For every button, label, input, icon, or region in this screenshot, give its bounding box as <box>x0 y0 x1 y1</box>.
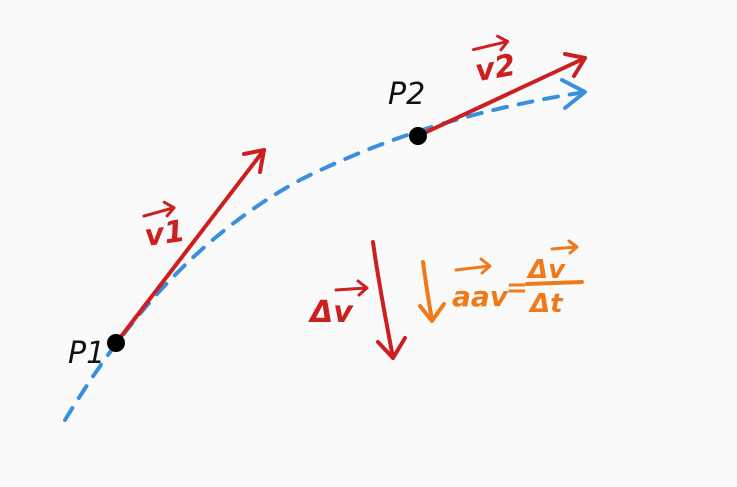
v1-arrowhead <box>242 148 266 174</box>
point-p2 <box>409 127 427 145</box>
label-delta-v: Δv <box>308 279 369 330</box>
acceleration-arrowhead <box>418 302 446 323</box>
acceleration-arrow <box>421 260 434 322</box>
label-p2: P2 <box>388 77 425 112</box>
v1-vector <box>114 148 266 345</box>
svg-text:Δv: Δv <box>308 295 354 330</box>
acceleration-formula: aav = Δv Δt <box>452 239 584 319</box>
svg-text:v1: v1 <box>142 214 187 254</box>
trajectory-path <box>63 90 587 422</box>
svg-text:v2: v2 <box>472 48 518 89</box>
label-v2: v2 <box>472 34 518 89</box>
label-p1: P1 <box>68 336 105 371</box>
delta-v-vector <box>371 240 395 360</box>
label-a-av: aav <box>452 280 509 313</box>
delta-v-arrowhead <box>376 336 407 360</box>
point-p1 <box>107 334 125 352</box>
label-denominator: Δt <box>528 289 564 319</box>
label-equals: = <box>506 273 528 303</box>
fraction-bar <box>525 280 584 286</box>
v2-arrowhead <box>563 52 587 78</box>
v2-vector <box>416 56 587 138</box>
label-v1: v1 <box>142 200 187 254</box>
label-numerator: Δv <box>526 255 566 285</box>
trajectory-arrowhead <box>560 78 587 110</box>
